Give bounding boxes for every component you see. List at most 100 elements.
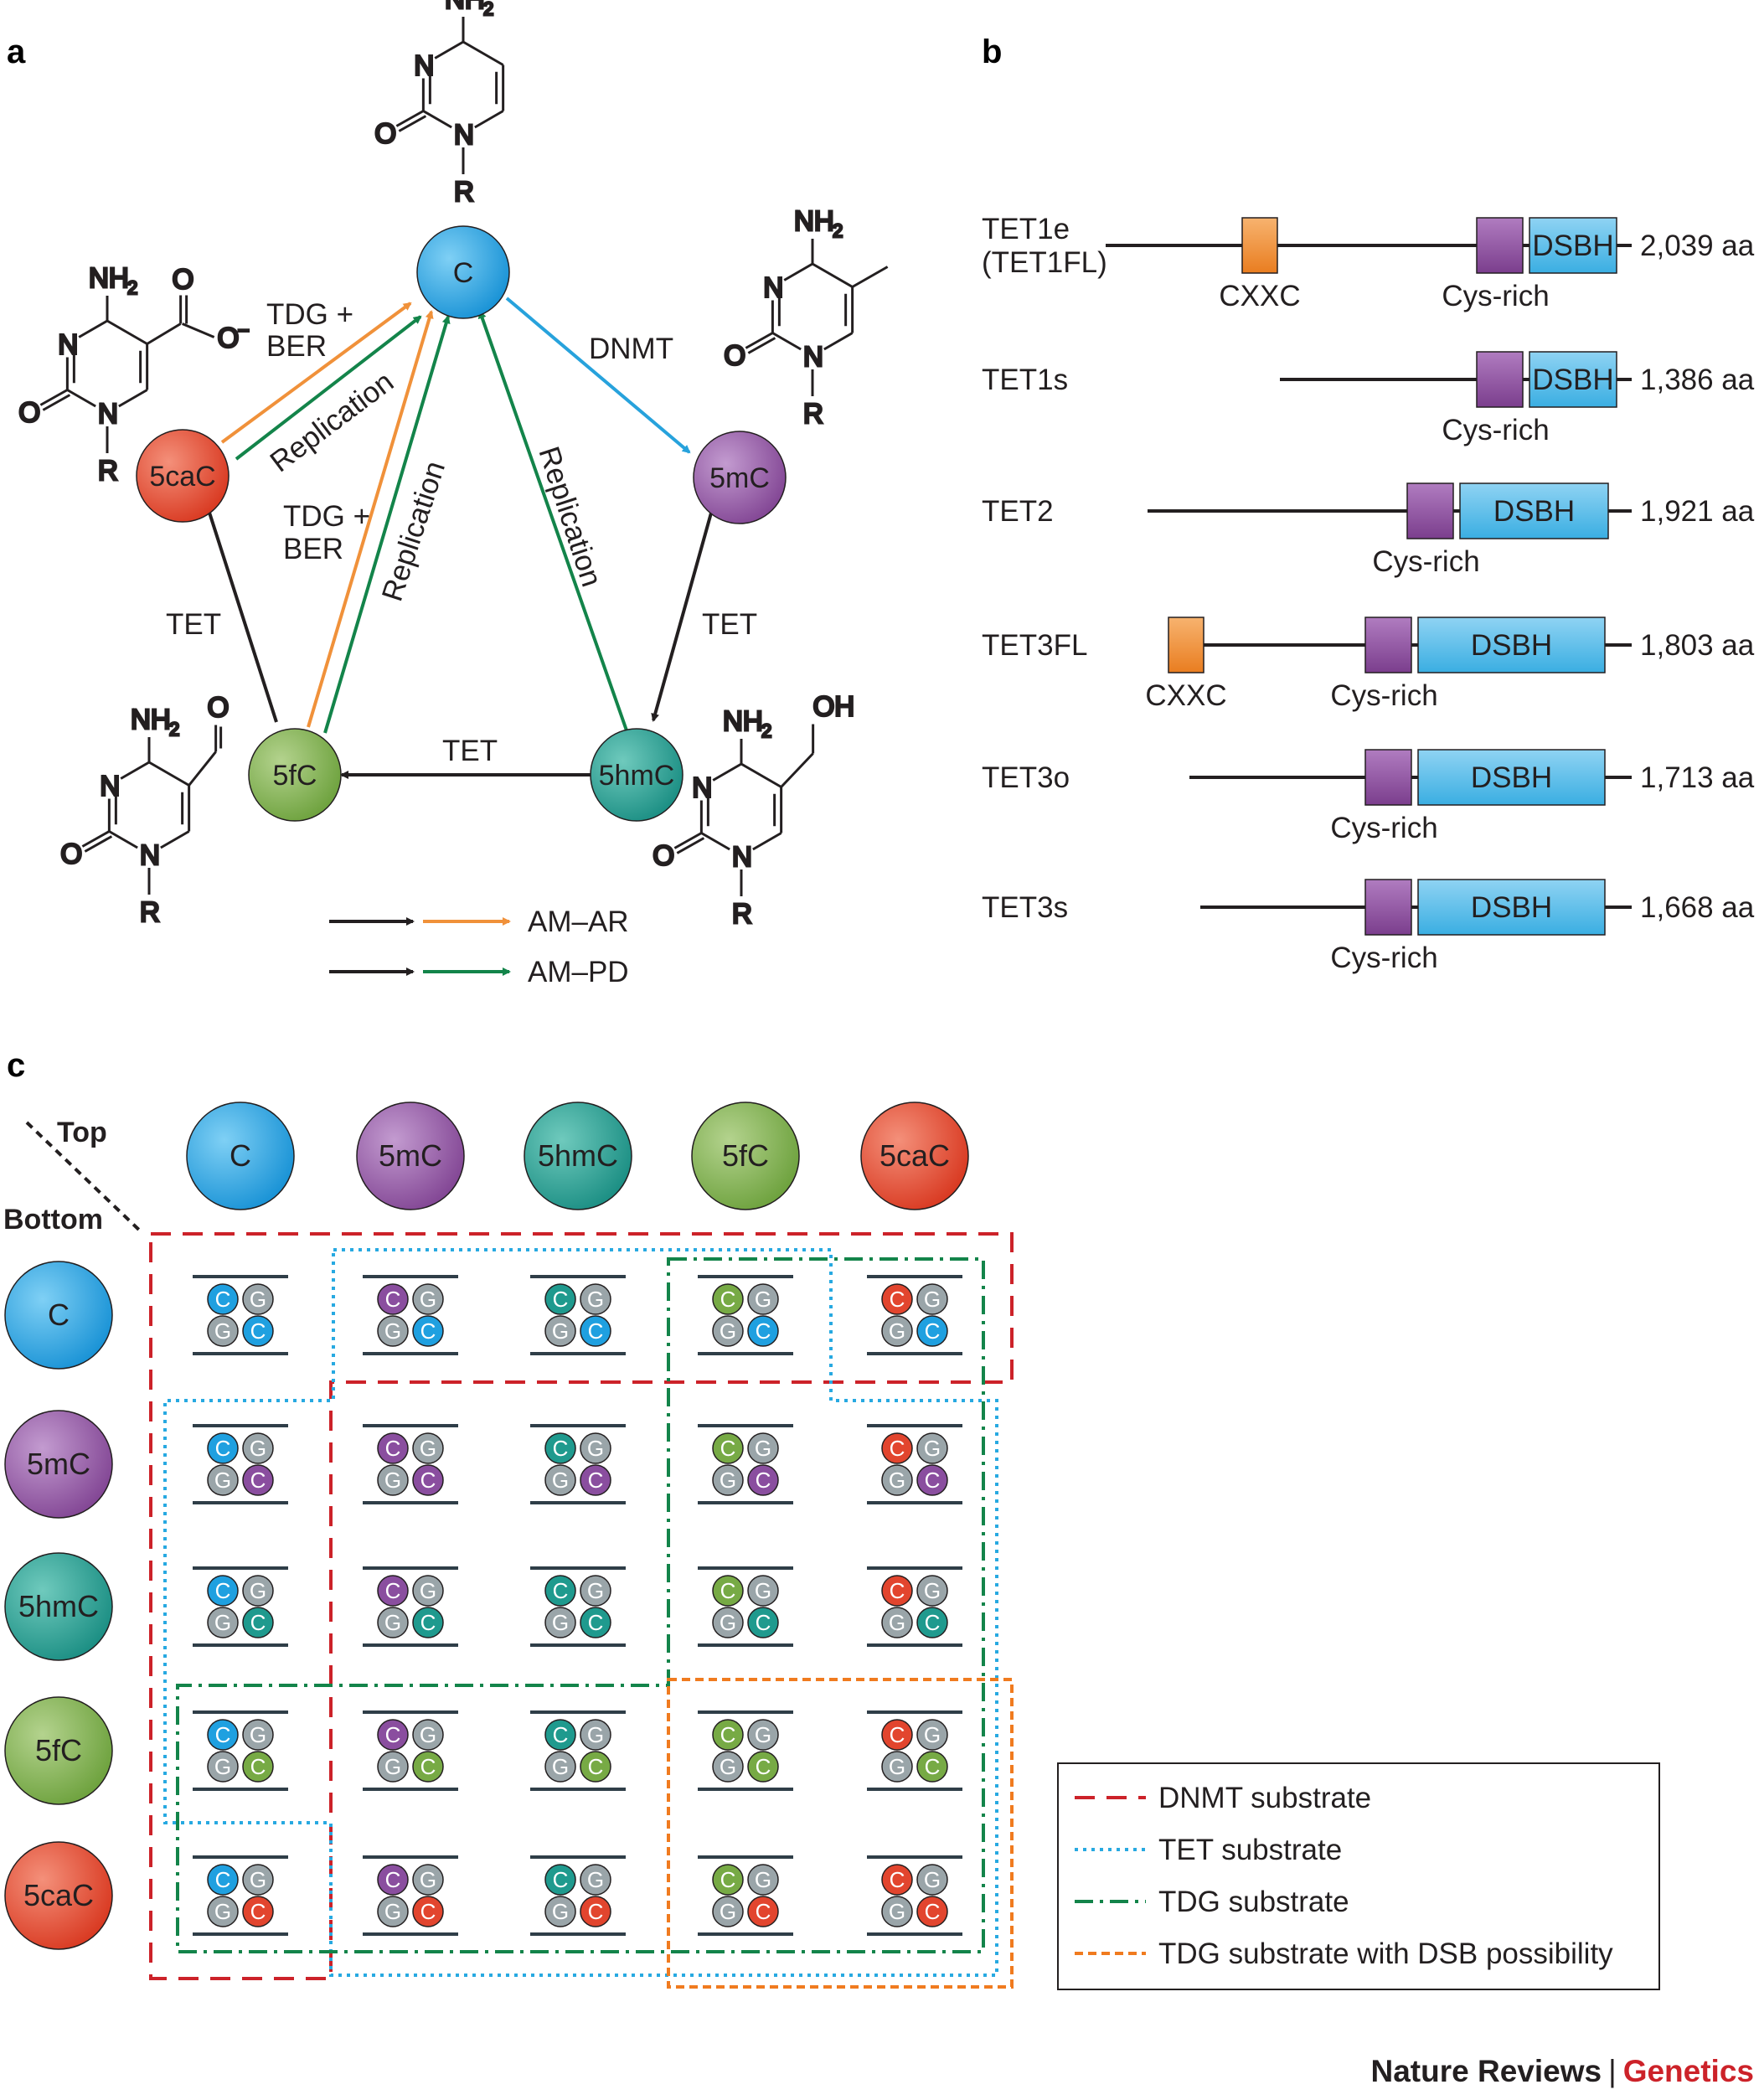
n-atom: N <box>58 329 78 360</box>
nucleotide <box>881 1432 913 1464</box>
dsbh-label: DSBH <box>1471 761 1552 794</box>
dsbh-domain <box>1417 617 1606 673</box>
top-label: Top <box>57 1117 107 1148</box>
row-header-label: 5fC <box>35 1733 82 1767</box>
node-5fc: 5fC <box>248 728 342 822</box>
nucleotide <box>377 1575 409 1607</box>
o-atom: O <box>60 838 82 869</box>
nucleotide <box>377 1607 409 1638</box>
nucleotide <box>747 1432 779 1464</box>
nucleotide <box>916 1719 948 1751</box>
cxxc-domain <box>1168 617 1204 673</box>
panel-c-label: c <box>7 1047 25 1084</box>
nh2-subscript: 2 <box>833 220 843 241</box>
column-header-5hmc: 5hmC <box>524 1102 632 1210</box>
nucleotide <box>377 1896 409 1927</box>
nucleotide <box>712 1432 744 1464</box>
nucleotide <box>412 1432 444 1464</box>
n-atom: N <box>140 839 160 870</box>
nucleotide <box>242 1575 274 1607</box>
nucleotide-letter: G <box>384 1754 401 1779</box>
nh2-subscript: 2 <box>127 277 137 298</box>
arrow-5hmc-c-green <box>477 310 628 731</box>
nucleotide <box>377 1751 409 1783</box>
svg-text:5fC: 5fC <box>273 760 317 792</box>
svg-text:5mC: 5mC <box>709 462 770 494</box>
cys-rich-domain <box>1364 879 1412 936</box>
column-header-5fc: 5fC <box>691 1102 800 1210</box>
tdg-ber-label-2a: TDG + <box>283 500 370 533</box>
nucleotide <box>544 1315 576 1347</box>
nucleotide-letter: G <box>214 1610 231 1635</box>
row-header-5mc: 5mC <box>4 1410 113 1519</box>
chemical-structures: NNORNH2NNORNH2NNORNH2OHNNORNH2ONNORNH2OO… <box>18 0 889 931</box>
nucleotide <box>916 1575 948 1607</box>
node-5cac: 5caC <box>136 429 230 523</box>
row-header-label: 5caC <box>23 1878 94 1912</box>
svg-text:C: C <box>453 257 474 289</box>
nucleotide <box>712 1864 744 1896</box>
tet-label-right: TET <box>702 608 757 641</box>
nh2-subscript: 2 <box>169 719 179 740</box>
nucleotide <box>242 1719 274 1751</box>
nucleotide <box>747 1283 779 1315</box>
nucleotide <box>580 1315 611 1347</box>
column-header-label: C <box>230 1138 251 1173</box>
nucleotide <box>881 1719 913 1751</box>
nucleotide-letter: G <box>587 1867 604 1892</box>
nucleotide-letter: G <box>250 1436 266 1461</box>
r-group: R <box>454 176 474 207</box>
nucleotide-letter: C <box>250 1318 266 1344</box>
nucleotide-letter: C <box>925 1754 941 1779</box>
nucleotide-letter: G <box>214 1318 231 1344</box>
nucleotide <box>412 1896 444 1927</box>
nucleotide <box>881 1864 913 1896</box>
nucleotide-letter: G <box>889 1610 905 1635</box>
nucleotide-letter: G <box>924 1287 941 1312</box>
column-header-label: 5caC <box>880 1138 950 1173</box>
dnmt-substrate-outline <box>149 1232 1014 1980</box>
r-group: R <box>732 898 752 929</box>
nucleotide <box>580 1864 611 1896</box>
nucleotide <box>242 1607 274 1638</box>
nucleotide <box>207 1464 239 1496</box>
nucleotide-letter: G <box>420 1578 436 1603</box>
nucleotide-letter: C <box>215 1867 231 1892</box>
nucleotide <box>747 1719 779 1751</box>
nucleotide <box>580 1896 611 1927</box>
nucleotide-letter: G <box>720 1899 736 1924</box>
nucleotide <box>747 1575 779 1607</box>
nh2-group: NH <box>445 0 485 14</box>
nucleotide-letter: C <box>720 1722 736 1747</box>
cxxc-label: CXXC <box>1219 280 1300 312</box>
nucleotide <box>207 1864 239 1896</box>
nucleotide-letter: G <box>214 1754 231 1779</box>
nucleotide <box>412 1575 444 1607</box>
nucleotide-letter: G <box>250 1287 266 1312</box>
nucleotide-letter: C <box>385 1287 401 1312</box>
column-header-c: C <box>186 1102 295 1210</box>
tdg-ber-label-2b: BER <box>283 533 343 565</box>
nucleotide <box>580 1751 611 1783</box>
nucleotide-letter: G <box>552 1610 569 1635</box>
nucleotide-letter: C <box>890 1578 905 1603</box>
protein-length: 1,803 aa <box>1640 629 1755 662</box>
nucleotide <box>712 1719 744 1751</box>
nucleotide <box>712 1896 744 1927</box>
nucleotide-letter: C <box>756 1318 771 1344</box>
nucleotide-letter: C <box>250 1468 266 1493</box>
protein-name: TET3s <box>982 891 1068 924</box>
nucleotide <box>712 1575 744 1607</box>
nucleotide <box>747 1896 779 1927</box>
